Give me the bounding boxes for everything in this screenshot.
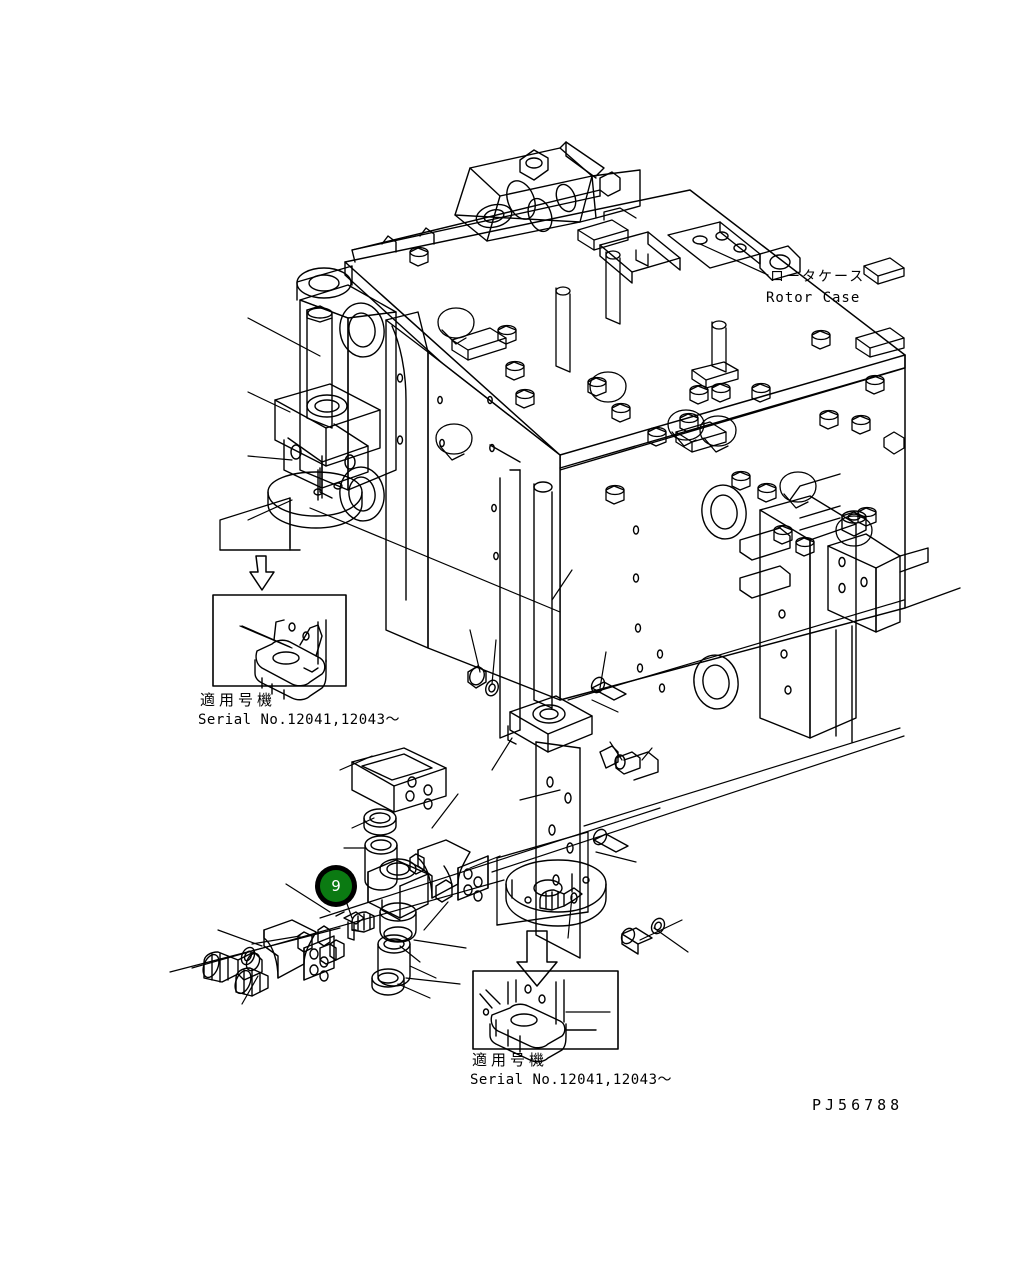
rotor-case-label-en: Rotor Case bbox=[766, 290, 861, 306]
detail-lower-caption-jp: 適用号機 bbox=[472, 1051, 549, 1069]
rotor-case-label-jp: ロータケース bbox=[770, 269, 866, 285]
drawing-number: PJ56788 bbox=[812, 1096, 904, 1114]
detail-upper-caption-serial: Serial No.12041,12043〜 bbox=[198, 712, 401, 728]
callout-marker-9[interactable] bbox=[315, 865, 357, 907]
detail-lower-caption-serial: Serial No.12041,12043〜 bbox=[470, 1072, 673, 1088]
rotor-case-body bbox=[169, 141, 961, 1063]
detail-upper-caption-jp: 適用号機 bbox=[200, 691, 277, 709]
